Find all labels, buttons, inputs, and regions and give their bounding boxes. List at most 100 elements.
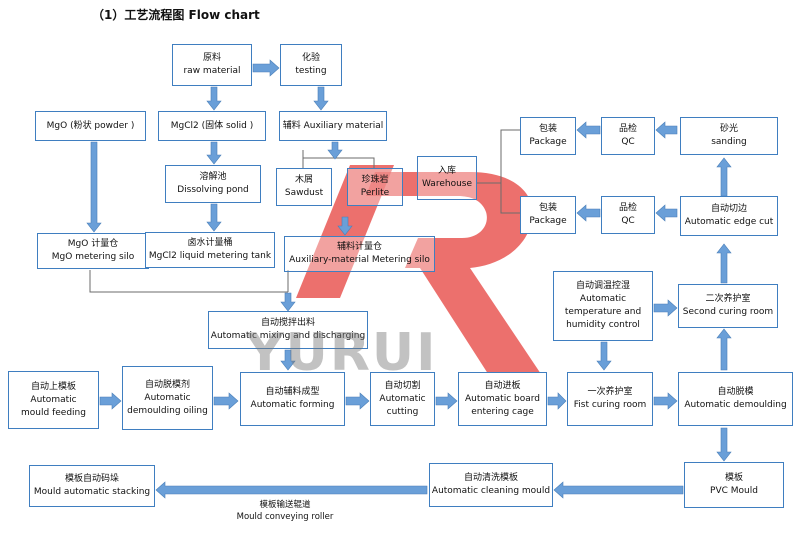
node-edge-cut-zh: 自动切边 (710, 204, 747, 214)
node-mixing-zh: 自动搅拌出料 (260, 318, 315, 328)
node-sawdust-en: Sawdust (284, 188, 324, 198)
node-temp-control-en2: temperature and (564, 307, 642, 317)
node-qc-mid-en: QC (621, 216, 635, 226)
node-dissolving-pond-zh: 溶解池 (199, 172, 227, 182)
node-pvc-mould-en: PVC Mould (710, 486, 758, 496)
node-cleaning-mould: 自动清洗模板 Automatic cleaning mould (429, 463, 553, 507)
node-warehouse: 入库 Warehouse (417, 156, 477, 200)
node-aux-silo-zh: 辅料计量仓 (336, 242, 382, 252)
node-mgo-silo-zh: MgO 计量仓 (67, 239, 119, 249)
node-mgo-powder: MgO (粉状 powder ) (35, 111, 146, 141)
node-cutting-en2: cutting (386, 406, 419, 417)
node-temp-control-en1: Automatic (579, 294, 627, 304)
node-mgcl2-tank: 卤水计量桶 MgCl2 liquid metering tank (145, 232, 275, 268)
node-forming-en: Automatic forming (250, 400, 335, 410)
node-mgo-silo-en: MgO metering silo (51, 252, 135, 262)
node-testing: 化验 testing (280, 44, 342, 86)
node-dissolving-pond-en: Dissolving pond (177, 185, 249, 195)
node-package-top: 包装 Package (520, 117, 576, 155)
watermark-text: YURUI (246, 323, 438, 383)
node-mgo-powder-zh: MgO (粉状 powder ) (46, 120, 135, 131)
node-cleaning-mould-en: Automatic cleaning mould (431, 486, 551, 496)
connector-lines (89, 129, 520, 293)
node-mould-feeding-en1: Automatic (30, 394, 77, 405)
node-package-mid: 包装 Package (520, 196, 576, 234)
node-cutting: 自动切割 Automatic cutting (370, 372, 435, 426)
node-cleaning-mould-zh: 自动清洗模板 (463, 473, 518, 483)
roller-caption-en: Mould conveying roller (236, 512, 334, 522)
node-demoulding-oiling-zh: 自动脱模剂 (144, 379, 190, 390)
node-temp-control: 自动调温控湿 Automatic temperature and humidit… (553, 271, 653, 341)
roller-caption: 模板输送辊道 Mould conveying roller (230, 499, 340, 523)
node-second-curing-zh: 二次养护室 (705, 294, 751, 304)
node-aux-material-zh: 辅料 Auxiliary material (282, 120, 384, 131)
node-entering-cage-en2: entering cage (471, 406, 534, 417)
node-demoulding-zh: 自动脱模 (717, 387, 754, 397)
node-demoulding-oiling: 自动脱模剂 Automatic demoulding oiling (122, 366, 213, 430)
node-first-curing-en: Fist curing room (573, 400, 647, 410)
node-raw-material-en: raw material (183, 66, 241, 76)
node-package-mid-en: Package (529, 216, 567, 226)
node-perlite: 珍珠岩 Perlite (347, 168, 403, 206)
node-entering-cage-en1: Automatic board (464, 393, 540, 404)
flow-arrows (86, 59, 732, 499)
node-pvc-mould: 模板 PVC Mould (684, 462, 784, 508)
node-mgcl2-tank-zh: 卤水计量桶 (187, 238, 233, 248)
node-second-curing: 二次养护室 Second curing room (678, 284, 778, 328)
node-mgcl2-tank-en: MgCl2 liquid metering tank (148, 251, 272, 261)
node-qc-top-en: QC (621, 137, 635, 147)
node-package-mid-zh: 包装 (538, 203, 557, 213)
node-sawdust-zh: 木屑 (294, 175, 313, 185)
node-package-top-en: Package (529, 137, 567, 147)
node-dissolving-pond: 溶解池 Dissolving pond (165, 165, 261, 203)
node-mgo-silo: MgO 计量仓 MgO metering silo (37, 233, 149, 269)
node-forming-zh: 自动辅料成型 (265, 387, 320, 397)
node-aux-material: 辅料 Auxiliary material (279, 111, 387, 141)
page-title: （1）工艺流程图 Flow chart (92, 8, 260, 22)
node-raw-material-zh: 原料 (202, 53, 221, 63)
node-qc-top-zh: 品检 (618, 124, 637, 134)
node-entering-cage: 自动进板 Automatic board entering cage (458, 372, 547, 426)
node-mould-stacking-zh: 模板自动码垛 (64, 474, 119, 484)
node-raw-material: 原料 raw material (172, 44, 252, 86)
node-aux-silo-en: Auxiliary-material Metering silo (289, 255, 430, 265)
node-first-curing: 一次养护室 Fist curing room (567, 372, 653, 426)
node-mould-stacking-en: Mould automatic stacking (33, 487, 151, 497)
node-mgcl2-solid-zh: MgCl2 (固体 solid ) (170, 120, 254, 131)
node-demoulding-en: Automatic demoulding (684, 400, 787, 410)
node-entering-cage-zh: 自动进板 (484, 380, 521, 391)
node-demoulding: 自动脱模 Automatic demoulding (678, 372, 793, 426)
node-edge-cut: 自动切边 Automatic edge cut (680, 196, 778, 236)
node-mould-feeding-en2: mould feeding (21, 407, 86, 418)
node-mgcl2-solid: MgCl2 (固体 solid ) (158, 111, 266, 141)
node-mixing: 自动搅拌出料 Automatic mixing and discharging (208, 311, 368, 349)
node-mould-stacking: 模板自动码垛 Mould automatic stacking (29, 465, 155, 507)
node-cutting-zh: 自动切割 (384, 380, 421, 391)
node-first-curing-zh: 一次养护室 (587, 387, 633, 397)
node-perlite-zh: 珍珠岩 (361, 175, 389, 185)
node-pvc-mould-zh: 模板 (724, 473, 743, 483)
roller-caption-zh: 模板输送辊道 (259, 500, 311, 510)
node-mould-feeding-zh: 自动上模板 (30, 381, 76, 392)
node-qc-mid: 品检 QC (601, 196, 655, 234)
node-package-top-zh: 包装 (538, 124, 557, 134)
node-edge-cut-en: Automatic edge cut (684, 217, 774, 227)
node-demoulding-oiling-en2: demoulding oiling (127, 405, 208, 416)
node-demoulding-oiling-en1: Automatic (144, 392, 191, 403)
node-forming: 自动辅料成型 Automatic forming (240, 372, 345, 426)
node-temp-control-zh: 自动调温控湿 (575, 281, 630, 291)
node-warehouse-en: Warehouse (421, 179, 473, 189)
node-testing-en: testing (295, 66, 327, 76)
node-sanding-en: sanding (711, 137, 747, 147)
node-perlite-en: Perlite (360, 188, 390, 198)
node-testing-zh: 化验 (301, 53, 320, 63)
node-aux-silo: 辅料计量仓 Auxiliary-material Metering silo (284, 236, 435, 272)
node-second-curing-en: Second curing room (682, 307, 774, 317)
node-sawdust: 木屑 Sawdust (276, 168, 332, 206)
node-mixing-en: Automatic mixing and discharging (210, 331, 366, 341)
node-qc-mid-zh: 品检 (618, 203, 637, 213)
node-temp-control-en3: humidity control (566, 320, 640, 330)
node-sanding-zh: 砂光 (719, 124, 738, 134)
